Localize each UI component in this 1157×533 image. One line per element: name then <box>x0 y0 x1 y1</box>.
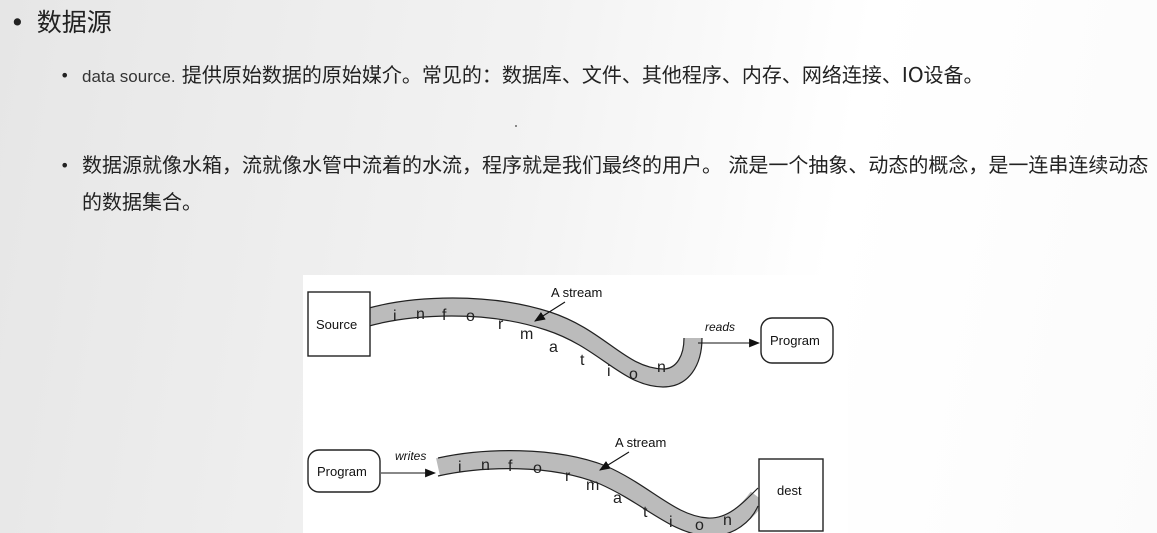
stream-letter: o <box>629 366 638 383</box>
stream-edge-top <box>368 297 685 370</box>
bullet-body: 提供原始数据的原始媒介。常见的：数据库、文件、其他程序、内存、网络连接、IO设备… <box>175 63 984 87</box>
read-stream-diagram: Source i n f o r m a t i o n A stream re… <box>307 285 834 388</box>
dest-box <box>758 458 824 532</box>
source-box <box>307 291 371 357</box>
stream-label: A stream <box>551 285 602 300</box>
stream-edge-bottom <box>368 315 703 388</box>
stream-edge-bottom <box>437 468 759 533</box>
bullet-data-source: • data source. 提供原始数据的原始媒介。常见的：数据库、文件、其他… <box>60 57 1150 95</box>
source-label: Source <box>316 317 357 332</box>
stream-letter: r <box>498 316 504 333</box>
stream-pointer-arrow <box>599 451 630 471</box>
stream-letter: f <box>508 458 513 475</box>
program-box <box>307 449 381 493</box>
heading: • 数据源 <box>10 5 112 41</box>
reads-label: reads <box>705 320 735 334</box>
stream-letter: n <box>416 306 425 323</box>
stream-letter: a <box>549 339 558 356</box>
program-box <box>760 317 834 364</box>
write-stream-diagram: Program writes i n f o r m a t i o n A s… <box>307 435 824 533</box>
stream-letter: i <box>669 514 673 531</box>
bullet-latin-prefix: data source. <box>82 67 176 86</box>
program-label: Program <box>317 464 367 479</box>
program-label: Program <box>770 333 820 348</box>
bullet-text: data source. 提供原始数据的原始媒介。常见的：数据库、文件、其他程序… <box>82 57 1150 95</box>
stream-letter: f <box>442 307 447 324</box>
bullet-body: 数据源就像水箱，流就像水管中流着的水流，程序就是我们最终的用户。 流是一个抽象、… <box>82 153 1149 214</box>
stray-dot <box>515 125 517 127</box>
stream-letter: a <box>613 490 622 507</box>
heading-title: 数据源 <box>36 8 112 37</box>
stream-letter: n <box>657 359 666 376</box>
stream-letter: n <box>723 512 732 529</box>
stream-letter: n <box>481 457 490 474</box>
stream-edge-top <box>437 450 759 519</box>
stream-letter: r <box>565 468 571 485</box>
stream-letter: t <box>643 504 648 521</box>
stream-band <box>366 298 702 387</box>
bullet-marker: • <box>60 156 70 175</box>
stream-diagram-svg: Source i n f o r m a t i o n A stream re… <box>307 285 834 533</box>
stream-letter: o <box>533 460 542 477</box>
stream-letter: i <box>458 459 462 476</box>
stream-letter: m <box>586 477 599 494</box>
stream-letter: i <box>393 308 397 325</box>
stream-band <box>436 450 766 533</box>
heading-bullet: • <box>10 8 25 37</box>
bullet-marker: • <box>60 66 70 85</box>
writes-label: writes <box>395 449 426 463</box>
stream-pointer-arrow <box>534 301 566 322</box>
stream-letter: i <box>607 363 611 380</box>
dest-label: dest <box>777 483 802 498</box>
stream-letter: m <box>520 326 533 343</box>
bullet-analogy: • 数据源就像水箱，流就像水管中流着的水流，程序就是我们最终的用户。 流是一个抽… <box>60 147 1150 221</box>
stream-letter: o <box>695 517 704 533</box>
stream-letter: t <box>580 352 585 369</box>
stream-letter: o <box>466 308 475 325</box>
stream-diagram: Source i n f o r m a t i o n A stream re… <box>303 275 848 533</box>
stream-label: A stream <box>615 435 666 450</box>
